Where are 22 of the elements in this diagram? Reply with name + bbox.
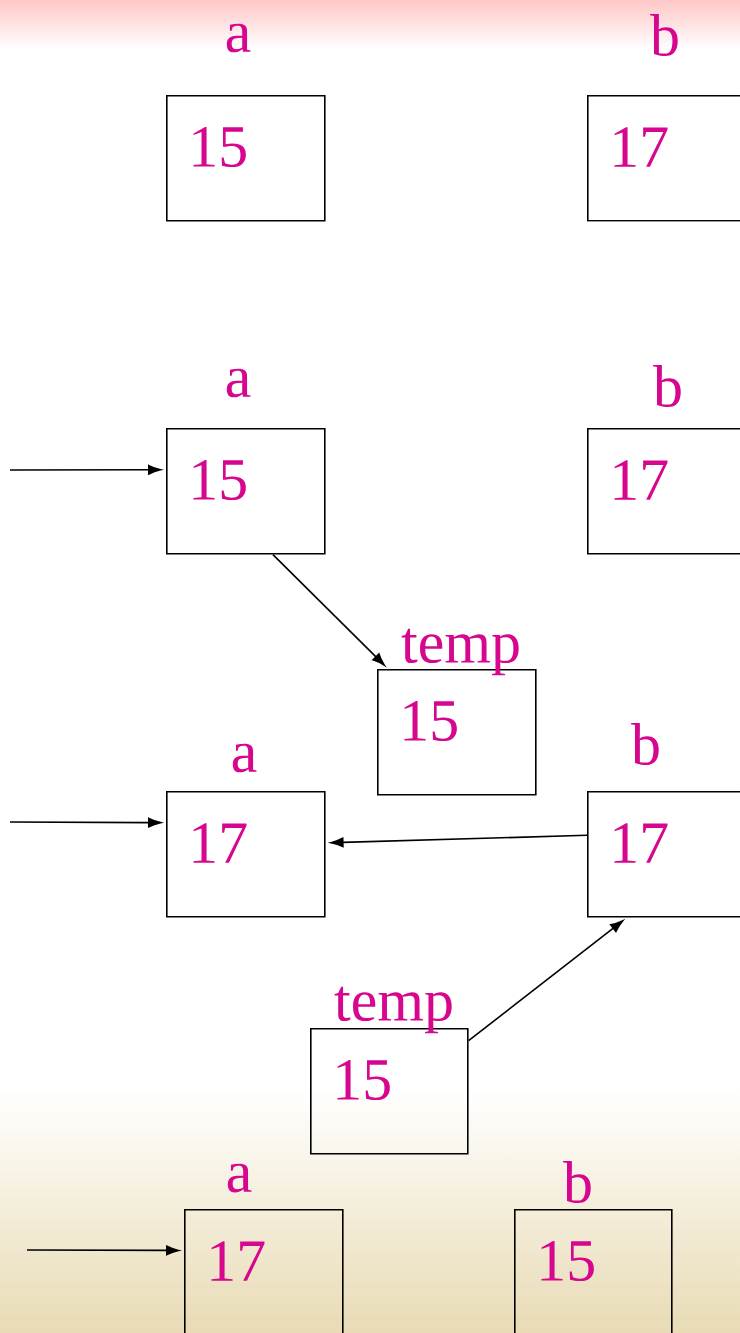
- value-box: 17: [587, 95, 740, 222]
- variable-label: b: [563, 1160, 591, 1204]
- arrow: [272, 553, 385, 666]
- variable-label: b: [653, 364, 681, 408]
- value-box: 17: [587, 428, 740, 555]
- value-box: 17: [587, 791, 740, 918]
- variable-label: a: [226, 368, 251, 398]
- value-box: 15: [166, 428, 326, 555]
- arrow: [9, 464, 162, 475]
- variable-label: a: [227, 1163, 252, 1193]
- arrow: [9, 817, 162, 828]
- variable-label: a: [232, 743, 257, 773]
- value-box: 17: [166, 791, 326, 918]
- variable-label: b: [631, 722, 659, 766]
- arrow: [330, 834, 588, 848]
- arrow: [467, 920, 624, 1042]
- variable-label: a: [226, 23, 251, 53]
- value-box: 15: [166, 95, 326, 222]
- value-box: 17: [184, 1209, 344, 1333]
- variable-label: b: [650, 13, 678, 57]
- value-box: 15: [514, 1209, 673, 1333]
- arrow: [26, 1245, 180, 1256]
